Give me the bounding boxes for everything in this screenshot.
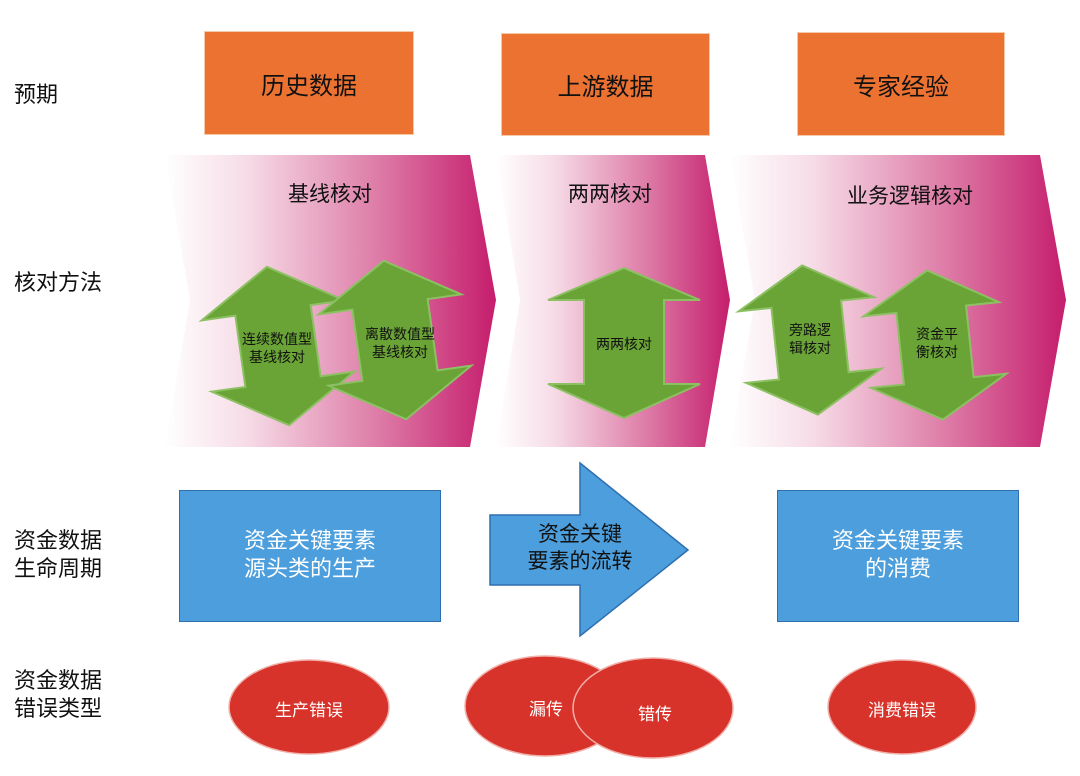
- ellipse-wrong-transfer: [572, 657, 734, 759]
- ellipse-consumption-error: [827, 659, 977, 755]
- row-label-lifecycle: 资金数据 生命周期: [14, 529, 103, 582]
- error-label-consumption: 消费错误: [868, 701, 936, 721]
- flow-block-arrow: [489, 461, 690, 638]
- double-arrow-pairwise: [547, 266, 701, 420]
- row-label-error-types: 资金数据 错误类型: [14, 669, 103, 722]
- double-arrow-fund-balance: [859, 269, 1011, 421]
- arrow-label-fund-balance: 资金平 衡核对: [916, 327, 958, 361]
- ellipse-production-error: [228, 659, 390, 755]
- arrow-label-discrete-baseline: 离散数值型 基线核对: [365, 327, 435, 361]
- row-label-method: 核对方法: [14, 271, 103, 296]
- arrow-label-bypass-logic: 旁路逻 辑核对: [789, 323, 831, 357]
- double-arrow-continuous-baseline: [198, 265, 358, 427]
- chevron-title-pairwise: 两两核对: [568, 182, 652, 206]
- arrow-label-pairwise: 两两核对: [596, 337, 652, 353]
- expectation-box-history: 历史数据: [204, 31, 414, 135]
- chevron-title-business-logic: 业务逻辑核对: [847, 184, 973, 208]
- error-label-production: 生产错误: [275, 701, 343, 721]
- chevron-title-baseline: 基线核对: [288, 182, 372, 206]
- double-arrow-discrete-baseline: [315, 259, 475, 421]
- arrow-label-continuous-baseline: 连续数值型 基线核对: [242, 332, 312, 366]
- expectation-box-upstream: 上游数据: [501, 33, 710, 136]
- lifecycle-arrow-flow-label: 资金关键 要素的流转: [527, 522, 633, 573]
- lifecycle-box-consumption: 资金关键要素 的消费: [777, 490, 1019, 622]
- row-label-expectation: 预期: [14, 83, 59, 108]
- expectation-box-expert: 专家经验: [797, 32, 1005, 136]
- double-arrow-bypass-logic: [734, 264, 886, 416]
- lifecycle-box-production: 资金关键要素 源头类的生产: [179, 490, 441, 622]
- error-label-wrong: 错传: [638, 705, 672, 725]
- error-label-omission: 漏传: [529, 700, 563, 720]
